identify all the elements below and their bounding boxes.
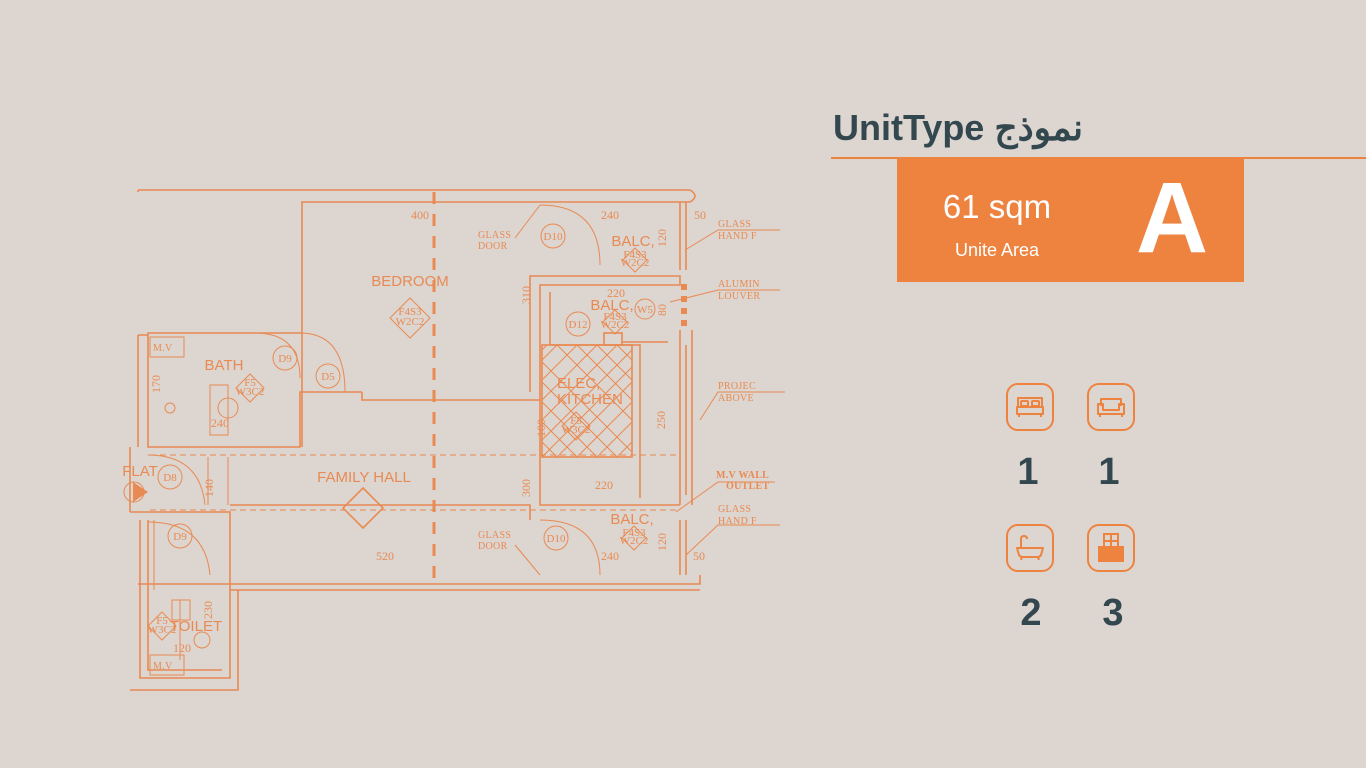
finish-code: W3C2 [236, 386, 265, 398]
finish-code: F4S3 [603, 311, 627, 323]
entry-marker [123, 481, 148, 503]
bathroom-count: 2 [1020, 592, 1042, 634]
dimension: 80 [655, 304, 669, 316]
dimension: 140 [202, 479, 216, 497]
dimension: 230 [201, 601, 215, 619]
title-divider [831, 157, 1366, 159]
finish-code: W3C2 [562, 424, 591, 436]
door-tag: D8 [163, 472, 177, 484]
annotation: GLASS [718, 504, 751, 515]
window-icon [1087, 524, 1135, 572]
finish-code: F4S3 [623, 249, 647, 261]
door-tag: D5 [321, 371, 335, 383]
area-label: Unite Area [954, 240, 1040, 260]
kitchen-counter [541, 344, 633, 458]
annotation: M.V [153, 661, 173, 672]
dimension: 310 [519, 286, 533, 304]
dimension: 240 [211, 416, 229, 430]
leader-lines [514, 204, 785, 576]
room-label-flat: FLAT [122, 463, 158, 480]
door-tag: D9 [278, 353, 292, 365]
door-tag: D9 [173, 531, 187, 543]
dimension: 220 [607, 286, 625, 300]
annotation: M.V WALL [716, 470, 769, 481]
fixtures [149, 336, 239, 676]
annotation: ABOVE [718, 393, 754, 404]
finish-code: F5 [244, 377, 256, 389]
window-tag: W5 [637, 304, 653, 316]
finish-code: W2C2 [620, 535, 649, 547]
annotation: HAND F [718, 231, 757, 242]
finish-code: W3C2 [148, 624, 177, 636]
room-label-toilet: TOILET [170, 618, 222, 635]
living-room-count: 1 [1098, 451, 1120, 493]
unit-type-title: UnitType نموذج [833, 107, 1084, 148]
annotation: PROJEC [718, 381, 756, 392]
annotation: HAND F [718, 516, 757, 527]
bed-icon [1006, 383, 1054, 431]
dimensions: 400 240 120 50 310 220 80 170 240 100 25… [149, 208, 706, 655]
annotation: GLASS [718, 219, 751, 230]
finish-code: F4S3 [622, 527, 646, 539]
finish-code: W2C2 [621, 257, 650, 269]
door-tag: D10 [544, 231, 563, 243]
dimension: 240 [601, 208, 619, 222]
finish-codes: F4S3 W2C2 F5 W3C2 F5 W3C2 F4S3 W2C2 F4S3… [147, 247, 650, 641]
annotation: DOOR [478, 541, 508, 552]
room-label-kitchen: KITCHEN [557, 391, 623, 408]
finish-code: W2C2 [396, 316, 425, 328]
annotations: GLASS DOOR GLASS HAND F ALUMIN LOUVER PR… [153, 219, 770, 672]
dimension: 300 [519, 479, 533, 497]
finish-code: F5 [570, 415, 582, 427]
unit-area-badge: 61 sqm Unite Area A [897, 159, 1244, 282]
dimension: 170 [149, 375, 163, 393]
room-label-balcony: BALC, [610, 511, 653, 528]
unit-type-letter: A [1135, 162, 1209, 274]
dimension: 50 [694, 208, 706, 222]
door-swings [147, 204, 601, 576]
annotation: GLASS [478, 530, 511, 541]
bedroom-count: 1 [1017, 451, 1039, 493]
finish-code: F5 [156, 615, 168, 627]
hall-diamond [341, 486, 385, 530]
floor-plan: D10 D12 D9 D5 D8 D9 D10 W5 F4S3 W2C2 F5 … [122, 189, 785, 691]
dimension: 50 [693, 549, 705, 563]
dimension: 240 [601, 549, 619, 563]
room-label-balcony: BALC, [611, 233, 654, 250]
door-tag: D10 [547, 533, 566, 545]
balcony-count: 3 [1102, 592, 1124, 634]
annotation: DOOR [478, 241, 508, 252]
area-value: 61 sqm [942, 188, 1052, 225]
room-labels: BEDROOM BATH ELEC, KITCHEN FAMILY HALL T… [122, 233, 654, 635]
room-label-bath: BATH [205, 357, 244, 374]
louver [681, 284, 687, 326]
annotation: M.V [153, 343, 173, 354]
room-label-bedroom: BEDROOM [371, 273, 449, 290]
annotation: LOUVER [718, 291, 760, 302]
room-label-family-hall: FAMILY HALL [317, 469, 411, 486]
annotation: GLASS [478, 230, 511, 241]
dimension: 400 [411, 208, 429, 222]
door-tags: D10 D12 D9 D5 D8 D9 D10 W5 [157, 223, 656, 551]
annotation: OUTLET [726, 481, 770, 492]
dimension: 120 [655, 229, 669, 247]
dimension: 220 [595, 478, 613, 492]
dimension: 100 [534, 419, 548, 437]
finish-code: W2C2 [601, 319, 630, 331]
dimension: 250 [654, 411, 668, 429]
room-label-elec: ELEC, [557, 375, 600, 392]
dimension: 520 [376, 549, 394, 563]
dimension: 120 [655, 533, 669, 551]
bathtub-icon [1006, 524, 1054, 572]
sofa-icon [1087, 383, 1135, 431]
finish-code: F4S3 [398, 306, 422, 318]
door-tag: D12 [569, 319, 588, 331]
room-label-balcony: BALC, [590, 297, 633, 314]
dimension: 120 [173, 641, 191, 655]
annotation: ALUMIN [718, 279, 760, 290]
